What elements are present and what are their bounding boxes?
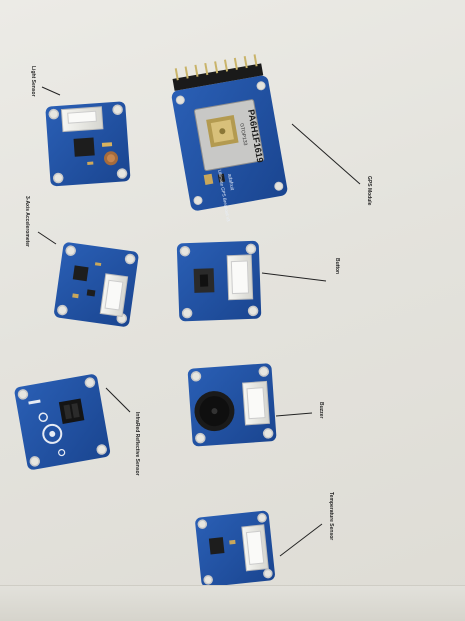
label-accelerometer: 3-Axis Accelerometer bbox=[24, 196, 30, 247]
gps-chip-subtext: GTOP133 bbox=[238, 123, 248, 146]
label-button: Button bbox=[334, 258, 340, 275]
temperature-sensor-board bbox=[195, 510, 275, 587]
button-board bbox=[176, 240, 262, 322]
buzzer-board bbox=[187, 363, 277, 447]
light-sensor-pointer bbox=[41, 86, 61, 96]
label-gps-module: GPS Module bbox=[366, 176, 372, 206]
label-buzzer: Buzzer bbox=[318, 402, 324, 419]
gps-brand-text: adafruit bbox=[226, 173, 235, 191]
table-edge bbox=[0, 585, 465, 621]
accelerometer-board bbox=[54, 242, 139, 327]
light-sensor-board bbox=[45, 101, 131, 187]
accelerometer-pointer bbox=[37, 231, 57, 245]
temperature-sensor-pointer bbox=[279, 523, 323, 557]
infrared-sensor-board bbox=[14, 374, 111, 470]
label-light-sensor: Light Sensor bbox=[30, 66, 36, 97]
label-infrared-sensor: InfraRed Reflective Sensor bbox=[134, 412, 140, 476]
infrared-sensor-pointer bbox=[105, 387, 131, 413]
gps-module-pointer bbox=[291, 123, 361, 185]
gps-module-board bbox=[171, 54, 288, 211]
label-temperature-sensor: Temperature Sensor bbox=[328, 492, 334, 541]
buzzer-pointer bbox=[275, 412, 313, 417]
button-pointer bbox=[261, 272, 327, 282]
